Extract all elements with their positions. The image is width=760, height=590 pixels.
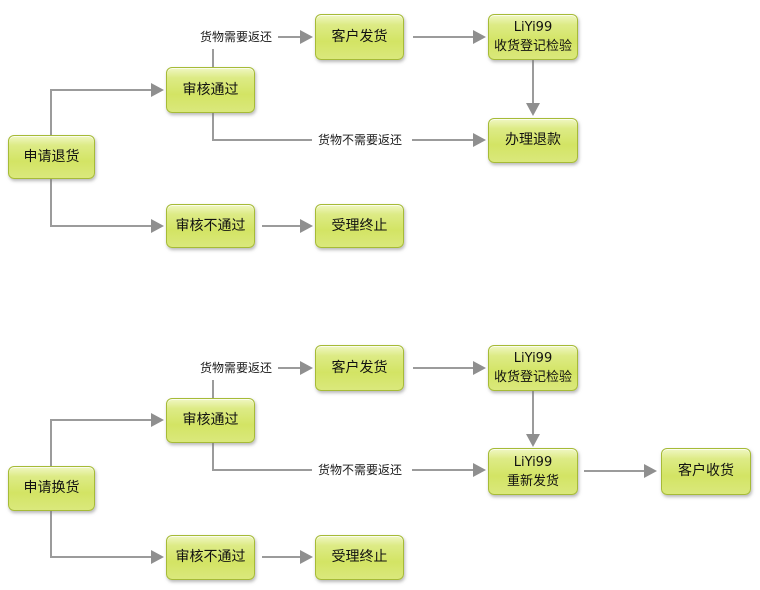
connector-line <box>50 511 52 557</box>
return-node-liyi99-receive-inspect: LiYi99 收货登记检验 <box>488 14 578 60</box>
connector-line <box>584 470 645 472</box>
return-node-review-approved: 审核通过 <box>166 67 255 113</box>
node-label: LiYi99 收货登记检验 <box>493 20 572 54</box>
arrowhead-down-icon <box>526 103 540 116</box>
arrowhead-right-icon <box>473 133 486 147</box>
arrowhead-right-icon <box>644 464 657 478</box>
arrowhead-right-icon <box>151 413 164 427</box>
connector-line <box>212 113 214 141</box>
arrowhead-right-icon <box>300 550 313 564</box>
connector-line <box>532 60 534 104</box>
connector-line <box>532 391 534 434</box>
connector-line <box>212 139 312 141</box>
exchange-edge-label-return-needed: 货物需要返还 <box>199 361 272 375</box>
node-label: LiYi99 重新发货 <box>506 454 559 489</box>
exchange-node-apply-exchange: 申请换货 <box>8 466 95 511</box>
arrowhead-right-icon <box>151 550 164 564</box>
connector-line <box>50 89 52 136</box>
return-node-apply-return: 申请退货 <box>8 135 95 179</box>
return-node-process-refund: 办理退款 <box>488 118 578 163</box>
connector-line <box>212 469 312 471</box>
return-edge-label-return-not-needed: 货物不需要返还 <box>317 133 402 147</box>
exchange-node-liyi99-receive-inspect: LiYi99 收货登记检验 <box>488 345 578 391</box>
node-label: 申请换货 <box>23 480 80 496</box>
connector-line <box>212 443 214 471</box>
connector-line <box>50 556 151 558</box>
connector-line <box>413 367 474 369</box>
arrowhead-right-icon <box>473 463 486 477</box>
arrowhead-right-icon <box>300 361 313 375</box>
connector-line <box>50 419 151 421</box>
connector-line <box>50 420 52 466</box>
node-label: 办理退款 <box>505 132 561 148</box>
arrowhead-right-icon <box>300 219 313 233</box>
node-label: 申请退货 <box>23 148 80 165</box>
connector-line <box>278 367 301 369</box>
connector-line <box>412 469 474 471</box>
arrowhead-down-icon <box>526 434 540 447</box>
node-label: 审核通过 <box>182 81 239 98</box>
exchange-node-customer-receive: 客户收货 <box>661 448 751 495</box>
connector-line <box>278 36 301 38</box>
return-node-customer-ship: 客户发货 <box>315 14 404 60</box>
node-label: 客户收货 <box>678 463 734 479</box>
node-label: 审核不通过 <box>175 217 246 234</box>
arrowhead-right-icon <box>151 219 164 233</box>
exchange-node-review-approved: 审核通过 <box>166 398 255 443</box>
node-label: LiYi99 收货登记检验 <box>493 351 572 385</box>
connector-line <box>212 49 214 67</box>
connector-line <box>50 225 151 227</box>
exchange-node-review-rejected: 审核不通过 <box>166 535 255 580</box>
exchange-edge-label-return-not-needed: 货物不需要返还 <box>317 463 402 477</box>
node-label: 受理终止 <box>331 549 388 565</box>
arrowhead-right-icon <box>473 361 486 375</box>
return-node-case-terminated: 受理终止 <box>315 204 404 248</box>
exchange-node-liyi99-reship: LiYi99 重新发货 <box>488 448 578 495</box>
connector-line <box>212 380 214 398</box>
arrowhead-right-icon <box>151 83 164 97</box>
connector-line <box>262 225 301 227</box>
arrowhead-right-icon <box>473 30 486 44</box>
exchange-node-customer-ship: 客户发货 <box>315 345 404 391</box>
node-label: 审核不通过 <box>175 549 246 565</box>
exchange-node-case-terminated: 受理终止 <box>315 535 404 580</box>
connector-line <box>412 139 474 141</box>
connector-line <box>50 89 151 91</box>
connector-line <box>262 556 301 558</box>
node-label: 受理终止 <box>331 217 388 234</box>
node-label: 客户发货 <box>331 28 388 45</box>
arrowhead-right-icon <box>300 30 313 44</box>
connector-line <box>50 179 52 226</box>
node-label: 审核通过 <box>182 412 239 428</box>
return-node-review-rejected: 审核不通过 <box>166 204 255 248</box>
node-label: 客户发货 <box>331 359 388 376</box>
connector-line <box>413 36 474 38</box>
return-edge-label-return-needed: 货物需要返还 <box>199 30 272 44</box>
